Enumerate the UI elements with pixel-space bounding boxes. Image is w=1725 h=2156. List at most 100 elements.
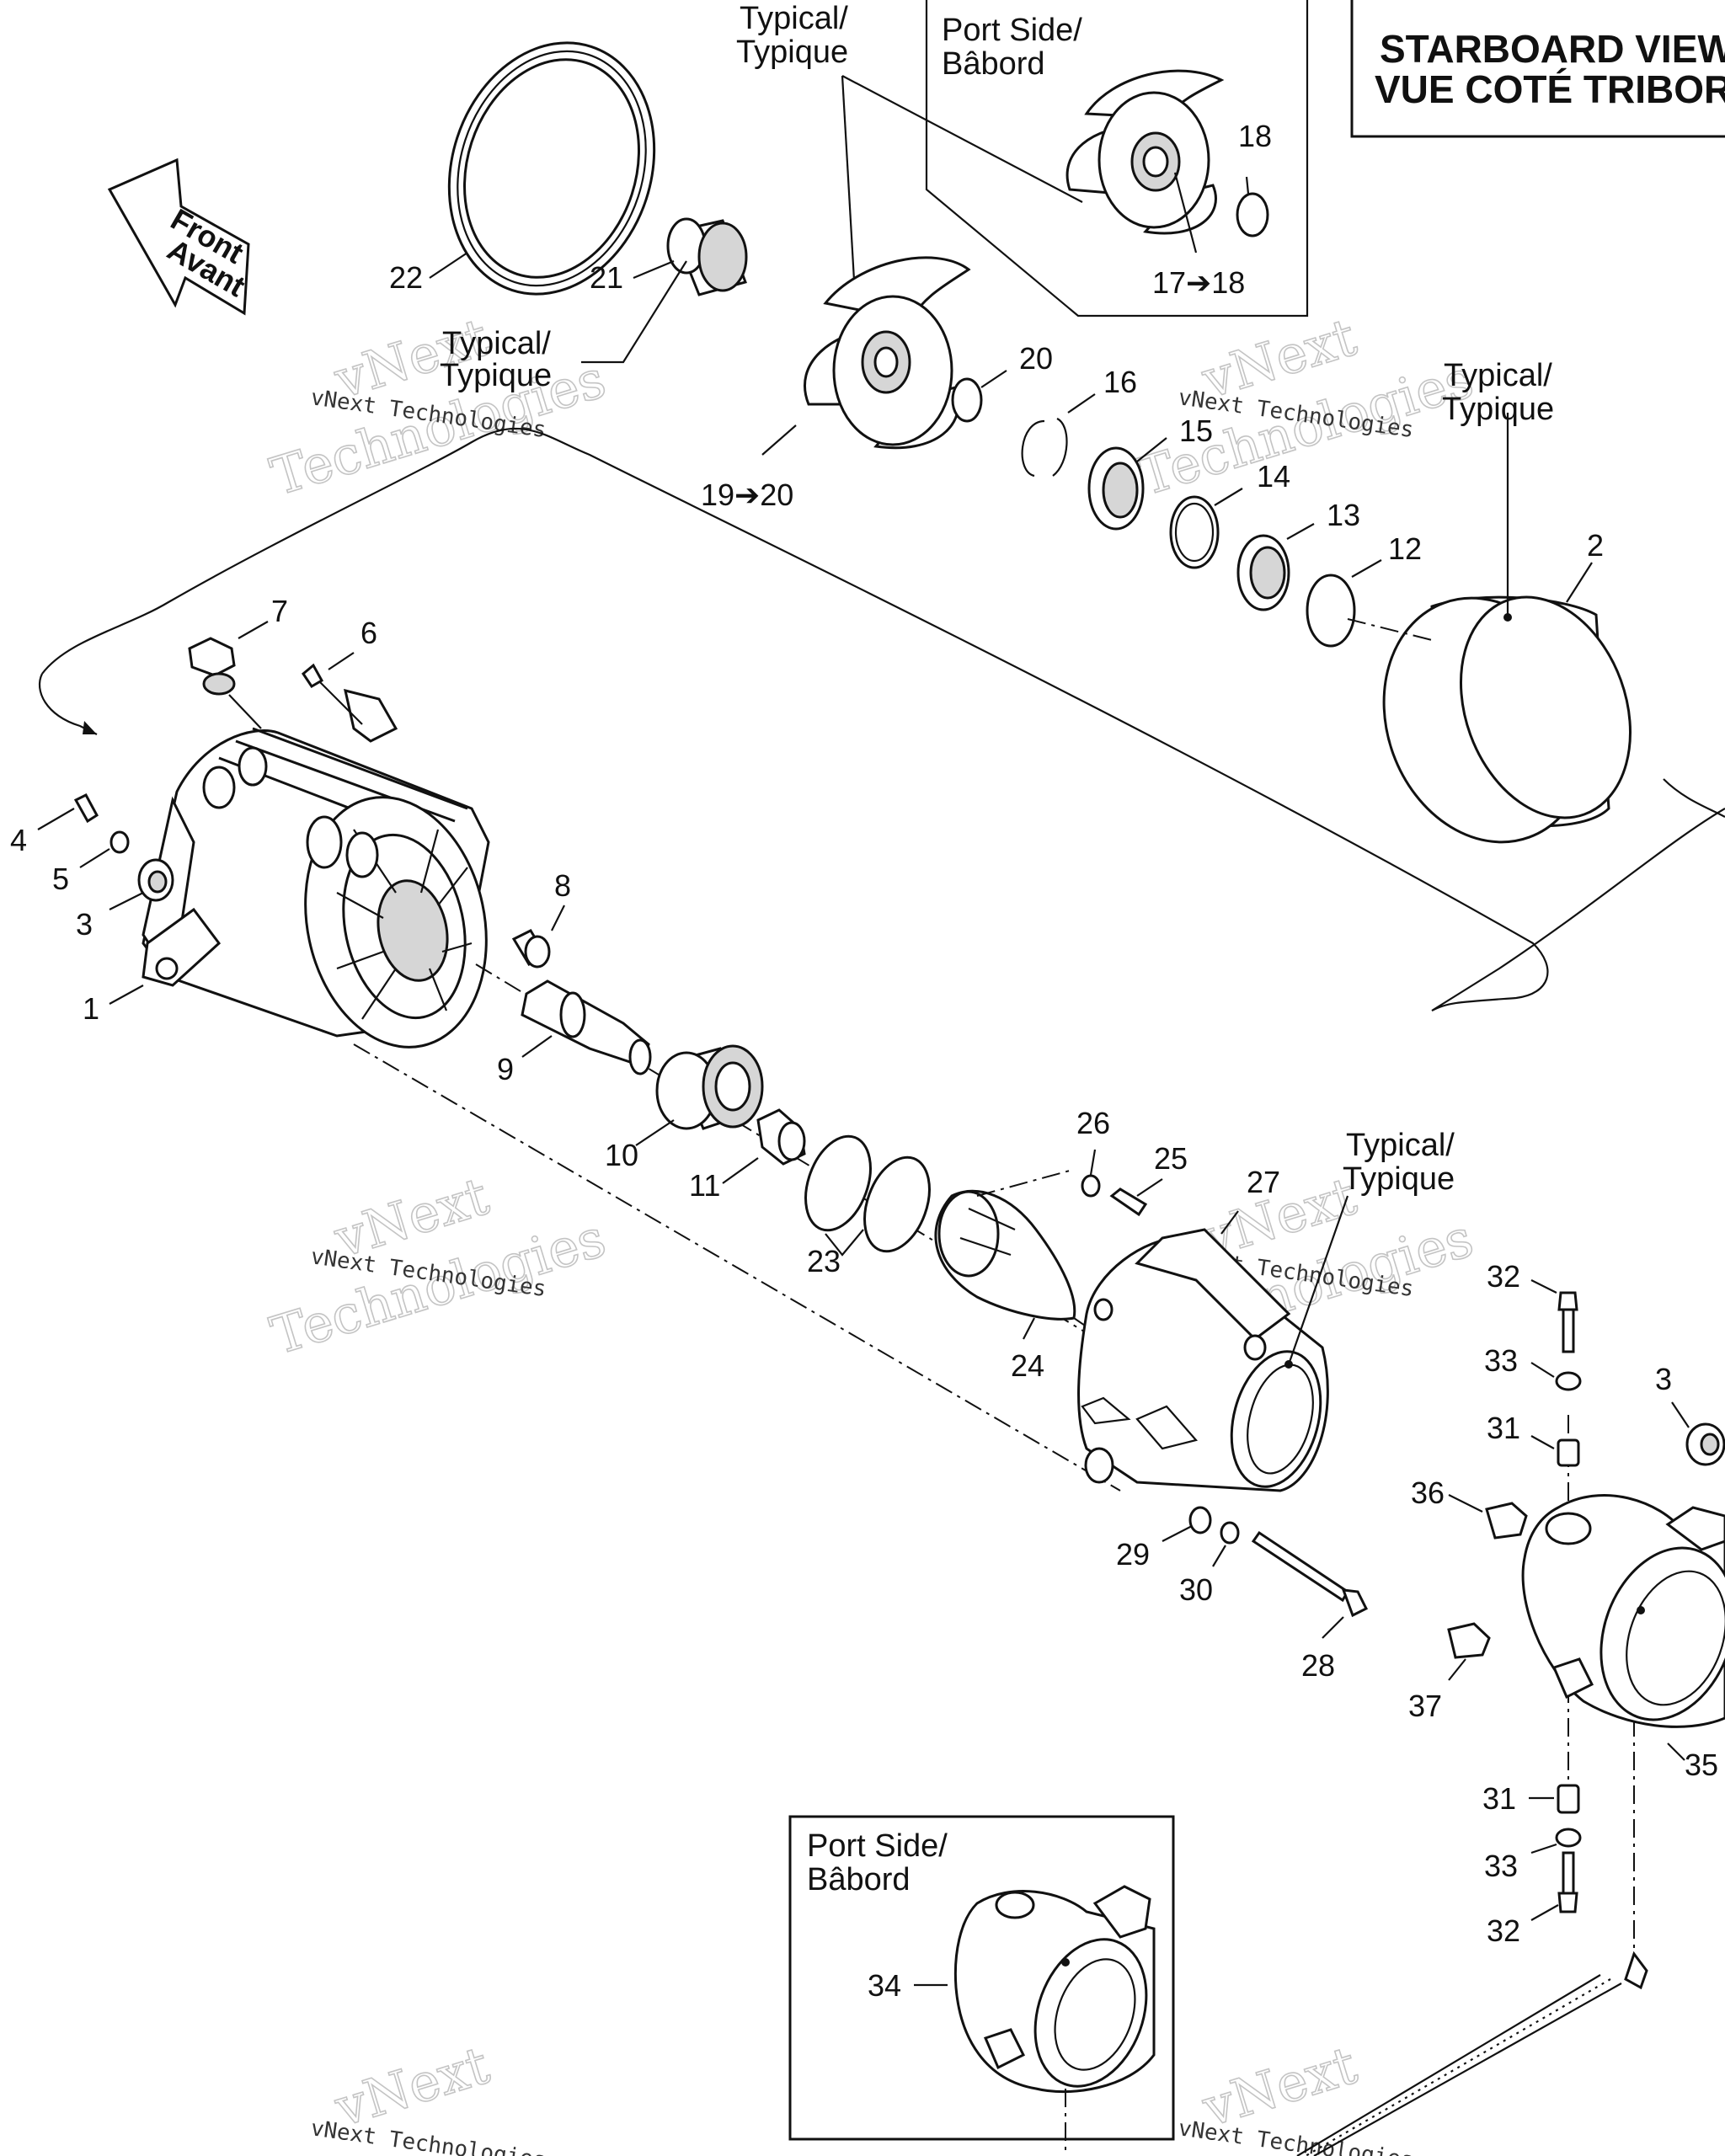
venturi-port-inset: Port Side/ Bâbord 34	[788, 1815, 1175, 2156]
part-34-steering-nozzle-port	[953, 1885, 1156, 2094]
watermark-mid-left: vNext Technologies vNext Technologies	[263, 1164, 612, 1367]
part-22-seal-ring	[447, 41, 656, 296]
typical-note-wear-ring: Typical/ Typique	[1442, 358, 1554, 427]
part-11-nut	[756, 1108, 806, 1166]
title-frame	[1350, 0, 1725, 138]
callout-32-upper: 32	[1487, 1259, 1520, 1294]
part-37-insert	[1447, 1622, 1491, 1659]
title-line-2: VUE COTÉ TRIBORD	[1375, 67, 1725, 111]
svg-text:Typique: Typique	[440, 358, 552, 393]
svg-text:Typique: Typique	[1442, 392, 1554, 427]
callout-33-lower: 33	[1484, 1849, 1518, 1883]
callout-20: 20	[1019, 341, 1053, 376]
svg-text:vNext Technologies: vNext Technologies	[309, 2116, 547, 2156]
callout-28: 28	[1301, 1648, 1335, 1683]
callout-29: 29	[1116, 1537, 1150, 1572]
part-23-o-rings	[804, 1134, 931, 1253]
view-title-box: STARBOARD VIEW VUE COTÉ TRIBORD	[1350, 0, 1725, 138]
callout-31-upper: 31	[1487, 1411, 1520, 1445]
part-15-seal	[1087, 446, 1145, 531]
callout-2: 2	[1587, 528, 1604, 563]
callout-36: 36	[1411, 1476, 1445, 1510]
callout-25: 25	[1154, 1141, 1188, 1176]
callout-34: 34	[868, 1968, 901, 2003]
part-7-plug	[188, 637, 236, 696]
part-4-screw	[73, 793, 99, 824]
impeller-port-inset: Port Side/ Bâbord 18 17➔18	[925, 0, 1309, 318]
part-32-bolt-lower	[1557, 1851, 1578, 1913]
callout-37: 37	[1408, 1689, 1442, 1723]
callout-35: 35	[1685, 1748, 1718, 1782]
callout-22: 22	[389, 260, 423, 295]
callout-5: 5	[52, 862, 69, 896]
watermark-bottom-right: vNext vNext Technologies	[1177, 2033, 1415, 2156]
callout-3-right: 3	[1655, 1362, 1672, 1396]
front-arrow-icon	[107, 157, 250, 316]
part-18-ring	[1236, 192, 1269, 237]
callout-1: 1	[83, 991, 99, 1026]
callout-30: 30	[1179, 1572, 1213, 1607]
callout-7: 7	[271, 594, 288, 628]
inset-frame-bottom	[788, 1815, 1175, 2141]
callout-13: 13	[1327, 498, 1360, 532]
inset-frame	[925, 0, 1309, 318]
part-6-cap	[302, 663, 324, 689]
typical-note-venturi: Typical/ Typique	[1287, 1128, 1455, 1365]
part-33-washer-upper	[1555, 1371, 1582, 1391]
part-13-bearing	[1236, 534, 1290, 611]
callout-17: 17➔18	[1152, 265, 1245, 300]
part-26-washer	[1081, 1174, 1101, 1198]
part-31-bushing-upper	[1557, 1438, 1580, 1467]
part-1-pump-housing	[142, 688, 490, 1049]
part-24-cone	[934, 1189, 1076, 1321]
part-32-bolt-upper	[1557, 1291, 1578, 1353]
part-8-bushing	[511, 929, 551, 969]
typical-note-impeller: Typical/ Typique	[736, 1, 1083, 296]
svg-text:Typical/: Typical/	[740, 1, 848, 36]
callout-9: 9	[497, 1052, 514, 1086]
part-29-washer	[1188, 1506, 1212, 1534]
part-31-bushing-lower	[1557, 1784, 1580, 1814]
svg-text:Typical/: Typical/	[442, 326, 551, 361]
part-16-circlip	[1021, 418, 1068, 478]
impeller-port-side	[1065, 69, 1225, 235]
watermark-top-right: vNext Technologies vNext Technologies	[1130, 305, 1480, 508]
part-27-venturi	[1077, 1228, 1329, 1492]
part-5-washer	[109, 830, 130, 854]
steering-cable	[1296, 1951, 1648, 2156]
callout-31-lower: 31	[1482, 1781, 1516, 1816]
title-line-1: STARBOARD VIEW	[1380, 27, 1725, 71]
svg-text:vNext Technologies: vNext Technologies	[1177, 2116, 1415, 2156]
inset-bottom-title-line-2: Bâbord	[807, 1862, 911, 1897]
svg-text:Typical/: Typical/	[1444, 358, 1552, 393]
part-36-insert	[1485, 1502, 1528, 1540]
part-14-o-ring	[1169, 495, 1220, 569]
front-direction-arrow: Front Avant	[107, 157, 251, 316]
callout-3: 3	[76, 907, 93, 942]
svg-text:Typique: Typique	[1343, 1161, 1455, 1197]
callout-19: 19➔20	[701, 478, 793, 512]
callout-11: 11	[689, 1168, 720, 1203]
callout-10: 10	[605, 1138, 638, 1172]
part-3-grommet-right	[1685, 1422, 1725, 1466]
callout-12: 12	[1388, 531, 1422, 566]
callout-16: 16	[1103, 365, 1137, 399]
part-30-washer	[1220, 1521, 1240, 1545]
part-28-bolt	[1251, 1530, 1369, 1618]
callout-18: 18	[1238, 119, 1272, 153]
callout-27: 27	[1247, 1165, 1280, 1199]
callout-26: 26	[1076, 1106, 1110, 1140]
svg-text:Typical/: Typical/	[1346, 1128, 1455, 1163]
watermark-top-left: vNext Technologies vNext Technologies	[263, 305, 612, 508]
callout-6: 6	[360, 616, 377, 650]
part-25-screw	[1109, 1187, 1148, 1217]
callout-33-upper: 33	[1484, 1343, 1518, 1378]
inset-title-line-1: Port Side/	[942, 13, 1082, 48]
inset-title-line-2: Bâbord	[942, 46, 1045, 82]
inset-bottom-title-line-1: Port Side/	[807, 1828, 948, 1864]
part-35-steering-nozzle	[1521, 1494, 1725, 1728]
part-33-washer-lower	[1555, 1828, 1582, 1848]
typical-note-sleeve: Typical/ Typique	[440, 260, 687, 393]
callout-15: 15	[1179, 414, 1213, 448]
